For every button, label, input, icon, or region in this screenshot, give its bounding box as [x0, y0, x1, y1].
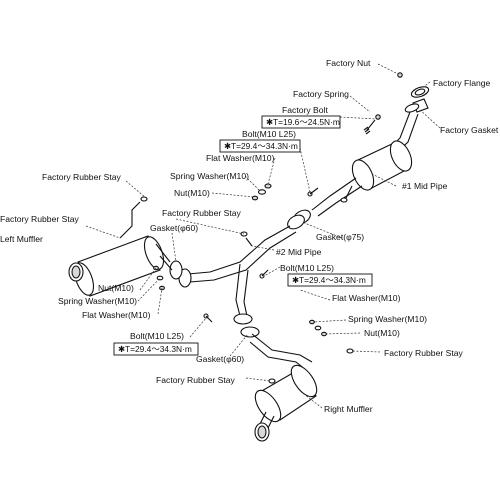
label-bolt-m10-l25-lower: Bolt(M10 L25) [130, 331, 184, 341]
label-left-muffler: Left Muffler [0, 234, 43, 244]
label-nut-upper: Nut(M10) [174, 188, 210, 198]
svg-text:✱T=29.4～34.3N·m: ✱T=29.4～34.3N·m [118, 344, 192, 354]
gasket-60-upper-part [169, 260, 183, 280]
label-factory-nut: Factory Nut [326, 58, 371, 68]
label-mid-pipe-1: #1 Mid Pipe [402, 181, 448, 191]
mid-pipe-2-part [169, 225, 297, 338]
label-gasket-75: Gasket(φ75) [316, 232, 364, 242]
label-bolt-m10-l25-upper: Bolt(M10 L25) [242, 129, 296, 139]
torque-box-middle: ✱T=29.4～34.3N·m [287, 273, 373, 287]
label-spring-washer-right: Spring Washer(M10) [348, 314, 427, 324]
labels: Factory Nut Factory Flange Factory Sprin… [0, 58, 499, 414]
label-spring-washer-left: Spring Washer(M10) [58, 296, 137, 306]
torque-box-upper: ✱T=29.4～34.3N·m [219, 139, 301, 153]
factory-flange-part [397, 72, 430, 113]
label-nut-right: Nut(M10) [364, 328, 400, 338]
label-factory-gasket: Factory Gasket [440, 125, 499, 135]
label-gasket-60-upper: Gasket(φ60) [150, 223, 198, 233]
torque-box-upper-right: ✱T=19.6～24.5N·m [261, 115, 341, 129]
label-gasket-60-lower: Gasket(φ60) [196, 354, 244, 364]
label-factory-rubber-stay-bottom: Factory Rubber Stay [156, 375, 236, 385]
label-flat-washer-upper: Flat Washer(M10) [206, 153, 275, 163]
label-factory-bolt: Factory Bolt [282, 105, 328, 115]
label-factory-rubber-stay-top: Factory Rubber Stay [42, 172, 122, 182]
label-mid-pipe-2: #2 Mid Pipe [276, 247, 322, 257]
label-factory-rubber-stay-left: Factory Rubber Stay [0, 214, 80, 224]
label-right-muffler: Right Muffler [324, 404, 373, 414]
svg-text:✱T=29.4～34.3N·m: ✱T=29.4～34.3N·m [224, 141, 298, 151]
label-factory-rubber-stay-mid: Factory Rubber Stay [162, 208, 242, 218]
label-nut-left: Nut(M10) [98, 283, 134, 293]
label-spring-washer-upper: Spring Washer(M10) [170, 171, 249, 181]
upper-fasteners-part [251, 183, 272, 201]
left-muffler-part [68, 196, 173, 297]
label-factory-spring: Factory Spring [293, 89, 349, 99]
label-flat-washer-left: Flat Washer(M10) [82, 310, 151, 320]
svg-text:✱T=29.4～34.3N·m: ✱T=29.4～34.3N·m [292, 275, 366, 285]
torque-box-lower: ✱T=29.4～34.3N·m [113, 342, 199, 356]
factory-nut-part [397, 72, 403, 78]
mid-pipe-1-part [287, 111, 419, 230]
label-flat-washer-right: Flat Washer(M10) [332, 293, 401, 303]
label-factory-flange: Factory Flange [433, 78, 491, 88]
leader-lines [85, 63, 441, 409]
gasket-60-lower-part [240, 326, 260, 338]
label-bolt-m10-l25-middle: Bolt(M10 L25) [280, 263, 334, 273]
svg-text:✱T=19.6～24.5N·m: ✱T=19.6～24.5N·m [266, 117, 340, 127]
label-factory-rubber-stay-right: Factory Rubber Stay [384, 348, 464, 358]
